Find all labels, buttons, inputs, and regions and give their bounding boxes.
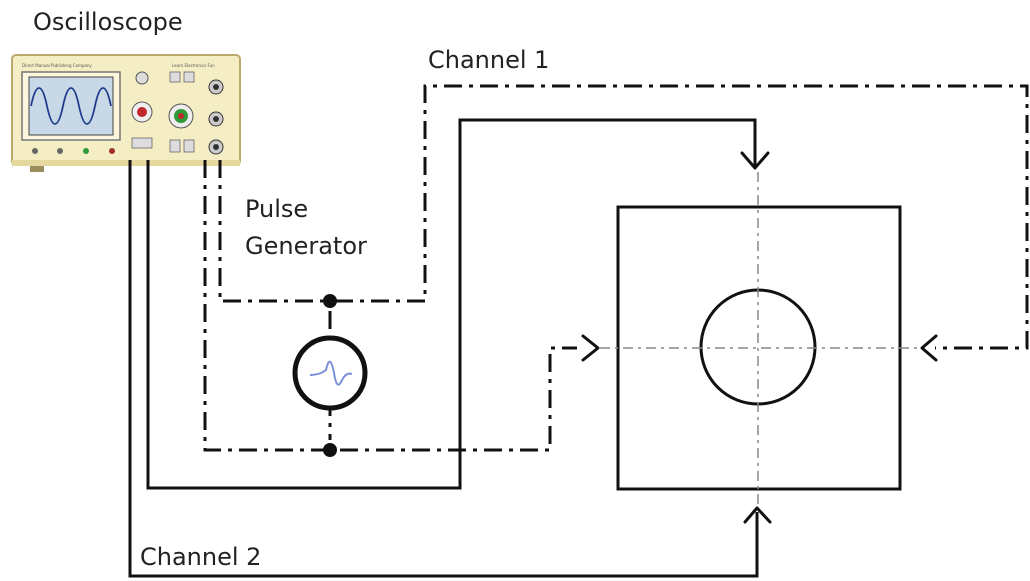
centerlines [600, 172, 918, 505]
pulse-label-line1: Pulse [245, 195, 308, 223]
top-arrow-icon [740, 151, 770, 170]
wire-to-top-sensor [146, 118, 757, 490]
right-arrow-icon [920, 334, 938, 362]
wire-to-bottom-sensor [128, 160, 759, 578]
pulse-top-to-right-sensor-wire [335, 84, 1029, 350]
scope-to-pulse-bottom-wire [203, 160, 330, 452]
scope-to-pulse-top-wire [218, 160, 325, 303]
pulse-generator-icon [292, 294, 368, 457]
square-plate-with-hole [600, 172, 918, 505]
svg-text:Direct Manual Publishing Compa: Direct Manual Publishing Company [22, 63, 92, 68]
oscilloscope-label: Oscilloscope [33, 8, 183, 36]
pulse-bottom-terminal [323, 443, 337, 457]
pulse-label-line2: Generator [245, 232, 367, 260]
pulse-bottom-to-left-sensor-wire [340, 346, 577, 452]
channel-2-label: Channel 2 [140, 543, 261, 571]
channel-2-wiring [128, 118, 759, 578]
channel-1-label: Channel 1 [428, 46, 549, 74]
pulse-top-terminal [323, 294, 337, 308]
left-arrow-icon [581, 334, 600, 362]
oscilloscope-icon: Direct Manual Publishing Company Learn E… [11, 54, 241, 172]
svg-text:Learn Electronics Fun: Learn Electronics Fun [172, 63, 215, 68]
bottom-arrow-icon [743, 506, 772, 524]
